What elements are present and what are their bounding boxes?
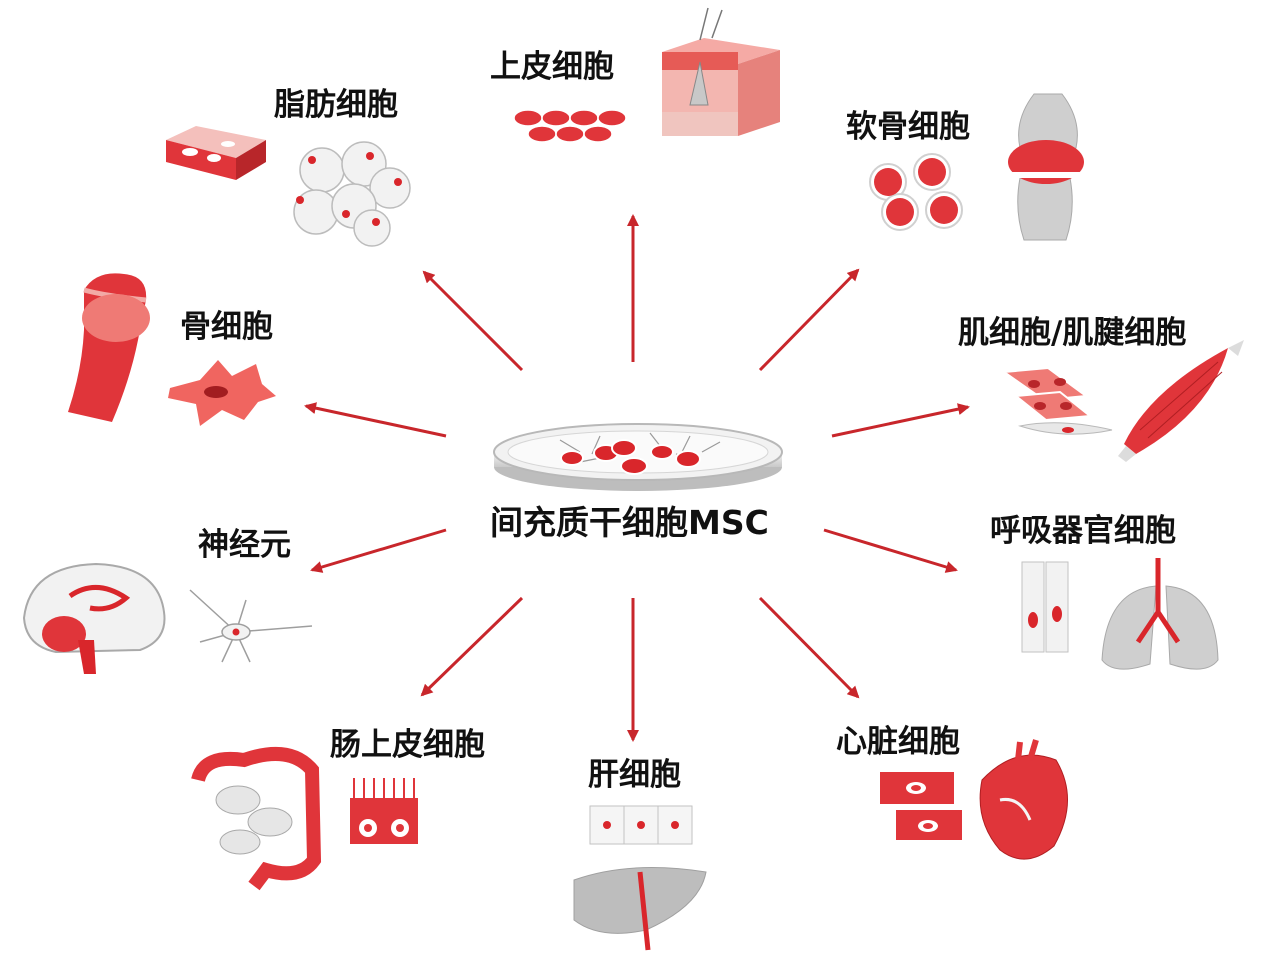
airway-cells-icon xyxy=(1021,561,1069,653)
chondrocyte-cells-icon xyxy=(869,153,963,231)
intestinal-cells-icon xyxy=(350,778,418,844)
knee-joint-icon xyxy=(1008,93,1084,241)
arrow-to-muscle xyxy=(831,403,970,438)
muscle-tissue-icon xyxy=(1118,340,1244,462)
arrow-to-chondrocyte xyxy=(758,268,860,372)
heart-icon xyxy=(979,739,1068,860)
adipose-tissue-icon xyxy=(166,126,266,180)
cell-label-respiratory: 呼吸器官细胞 xyxy=(990,513,1176,549)
osteocyte-cell-icon xyxy=(168,360,276,426)
center-label: 间充质干细胞MSC xyxy=(490,503,769,542)
arrow-to-cardiomyocyte xyxy=(758,596,860,699)
cell-label-neuron: 神经元 xyxy=(198,527,291,563)
hepatocyte-cells-icon xyxy=(589,805,693,845)
cell-label-epithelial: 上皮细胞 xyxy=(490,49,614,85)
fat-cells-icon xyxy=(293,141,411,247)
cell-label-hepatocyte: 肝细胞 xyxy=(588,757,681,793)
cell-label-osteocyte: 骨细胞 xyxy=(180,309,273,345)
cell-label-chondrocyte: 软骨细胞 xyxy=(846,109,970,145)
cell-label-intestinal: 肠上皮细胞 xyxy=(330,727,485,763)
cardiomyocyte-cells-icon xyxy=(880,772,962,840)
muscle-cells-icon xyxy=(1001,366,1113,435)
arrow-to-osteocyte xyxy=(304,402,447,438)
arrow-to-respiratory xyxy=(823,528,958,573)
arrow-to-neuron xyxy=(310,528,447,573)
differentiation-arrows xyxy=(304,214,970,742)
epithelial-cells-icon xyxy=(513,109,627,143)
intestine-icon xyxy=(191,747,322,891)
cell-label-adipocyte: 脂肪细胞 xyxy=(274,87,398,123)
arrow-to-intestinal xyxy=(420,596,524,697)
neuron-cell-icon xyxy=(189,589,313,663)
cell-label-muscle: 肌细胞/肌腱细胞 xyxy=(958,315,1187,351)
brain-icon xyxy=(22,562,166,674)
cell-label-cardiomyocyte: 心脏细胞 xyxy=(836,724,960,760)
arrow-to-adipocyte xyxy=(422,270,524,372)
bone-icon xyxy=(68,273,150,422)
liver-icon xyxy=(573,867,707,951)
lungs-icon xyxy=(1101,558,1219,670)
skin-tissue-icon xyxy=(662,7,780,136)
petri-dish-icon xyxy=(493,423,783,491)
